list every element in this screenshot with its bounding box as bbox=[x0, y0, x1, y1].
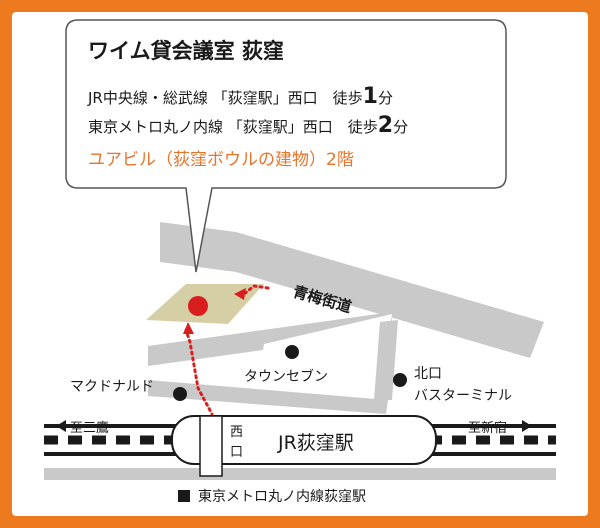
bottom-road bbox=[44, 468, 556, 480]
callout-line-jr-minutes: 1 bbox=[363, 84, 378, 109]
station-name: JR荻窪駅 bbox=[277, 432, 354, 454]
square-icon bbox=[178, 490, 190, 502]
north-exit-label: 北口 bbox=[414, 366, 442, 382]
callout-bubble bbox=[65, 19, 507, 273]
destination-marker-icon bbox=[188, 296, 208, 316]
mcdonalds-label: マクドナルド bbox=[70, 379, 154, 395]
town-seven-dot-icon bbox=[285, 345, 299, 359]
left-arrow-icon bbox=[56, 420, 66, 432]
station-building bbox=[171, 415, 437, 465]
subway-label: 東京メトロ丸ノ内線荻窪駅 bbox=[198, 488, 366, 505]
west-exit-top: 西 bbox=[230, 425, 243, 440]
block-gap bbox=[258, 314, 392, 398]
callout-line-jr-unit: 分 bbox=[378, 89, 393, 107]
town-seven-label: タウンセブン bbox=[244, 368, 328, 385]
right-arrow-icon bbox=[522, 420, 532, 432]
callout-title: ワイム貸会議室 荻窪 bbox=[88, 39, 284, 63]
main-street-road bbox=[160, 222, 544, 358]
side-street-right bbox=[374, 320, 398, 400]
callout-line-metro: 東京メトロ丸ノ内線 「荻窪駅」西口 徒歩2分 bbox=[88, 113, 408, 138]
west-exit-bottom: 口 bbox=[230, 445, 243, 460]
side-street-upper bbox=[148, 312, 392, 366]
route-arrow-left-icon bbox=[234, 288, 246, 300]
direction-left: 至三鷹 bbox=[70, 421, 109, 436]
callout-line-jr: JR中央線・総武線 「荻窪駅」西口 徒歩1分 bbox=[87, 84, 393, 109]
callout-line-jr-text: JR中央線・総武線 「荻窪駅」西口 徒歩 bbox=[87, 89, 363, 107]
route-arrow-up-icon bbox=[183, 322, 194, 334]
side-street-lower bbox=[148, 380, 388, 414]
direction-right: 至新宿 bbox=[468, 420, 507, 436]
walk-route-short bbox=[242, 284, 270, 296]
callout-line-metro-unit: 分 bbox=[393, 118, 408, 136]
west-exit-box bbox=[199, 415, 223, 477]
callout-line-metro-text: 東京メトロ丸ノ内線 「荻窪駅」西口 徒歩 bbox=[88, 118, 378, 136]
roads bbox=[44, 222, 556, 480]
bus-terminal-label: バスターミナル bbox=[414, 388, 512, 404]
callout-line-metro-minutes: 2 bbox=[378, 113, 393, 138]
bus-terminal-dot-icon bbox=[393, 373, 407, 387]
callout-highlight: ユアビル（荻窪ボウルの建物）2階 bbox=[88, 150, 354, 170]
mcdonalds-dot-icon bbox=[173, 387, 187, 401]
